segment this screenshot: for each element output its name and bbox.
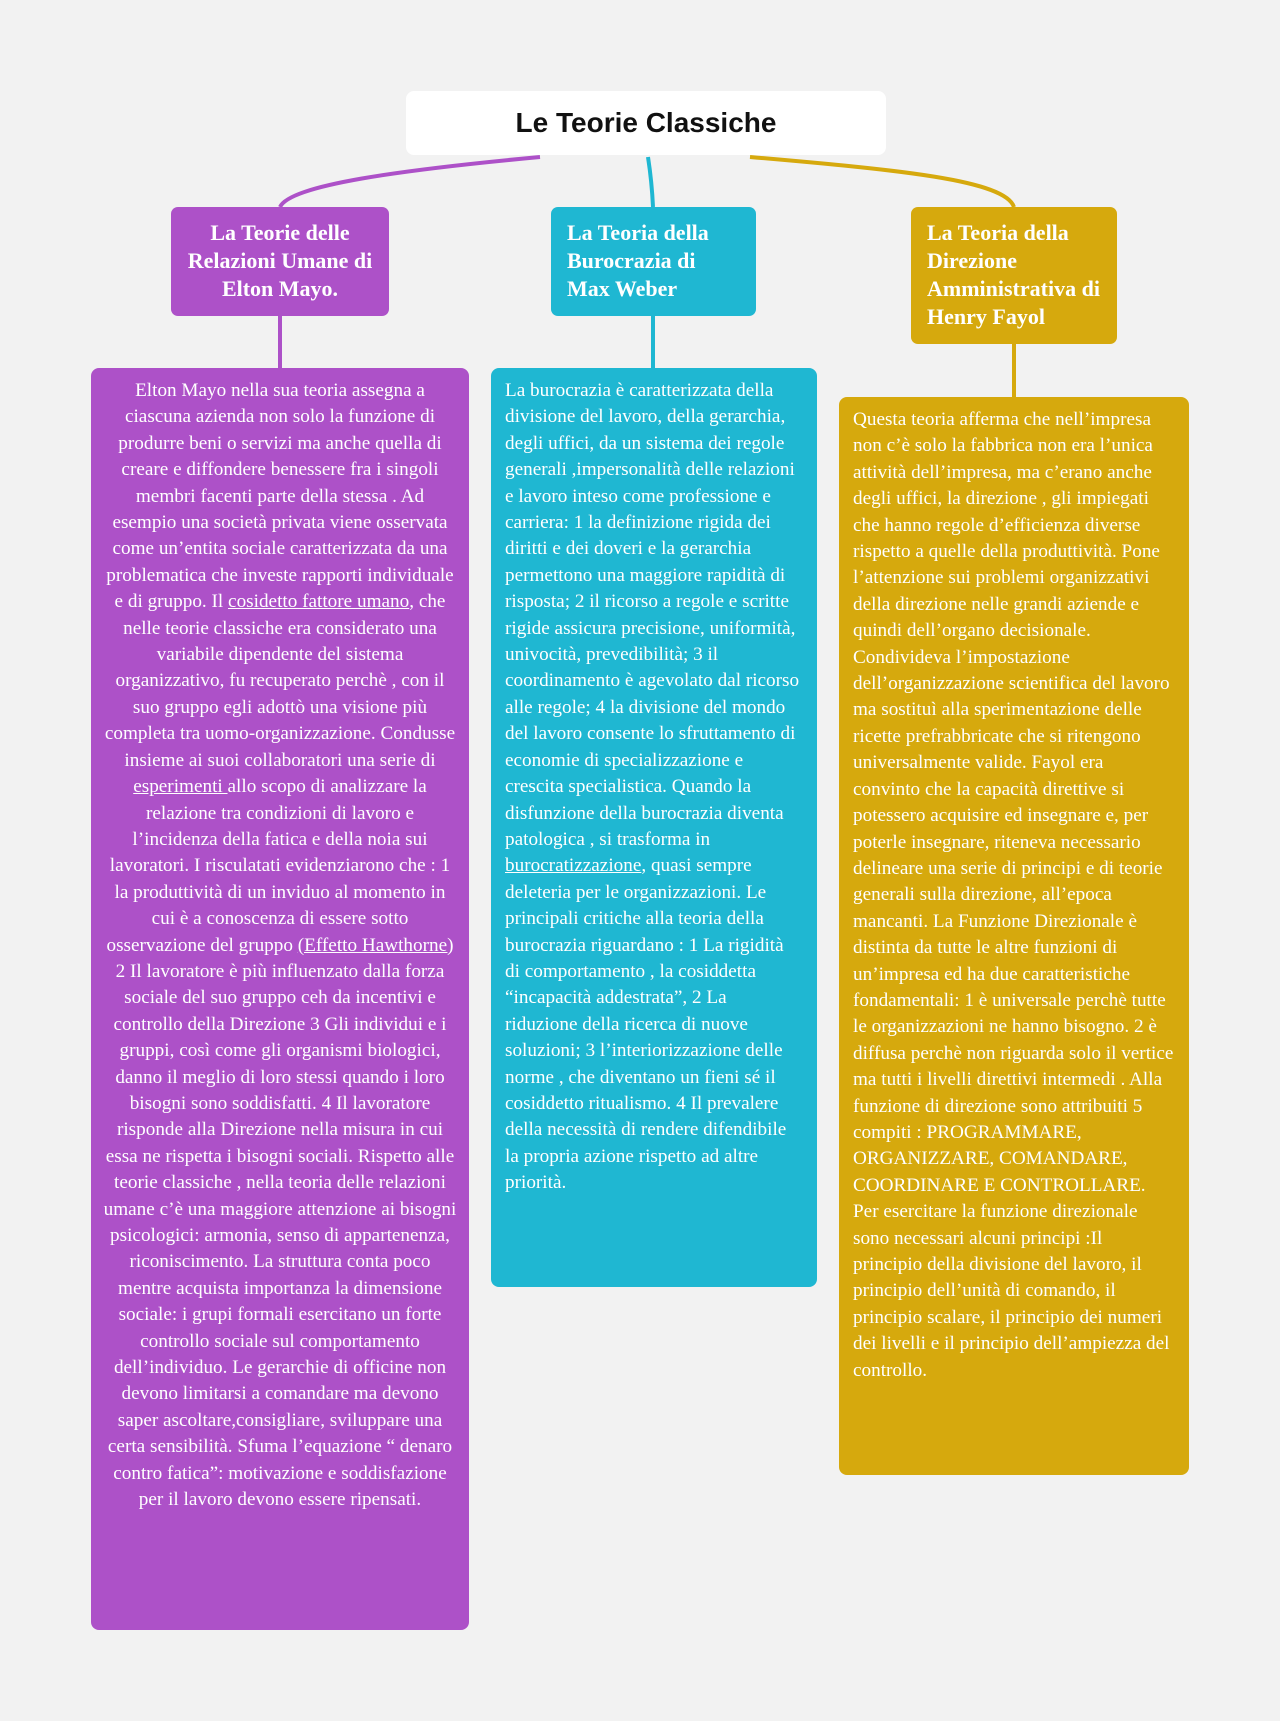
connector-root-to-purple	[278, 155, 541, 209]
body-text: allo scopo di analizzare la relazione tr…	[106, 776, 451, 956]
body-text: , che nelle teorie classiche era conside…	[104, 591, 456, 771]
body-text: 2 Il lavoratore è più influenzato dalla …	[103, 960, 457, 1511]
root-node-title: Le Teorie Classiche	[406, 91, 886, 155]
connector-root-to-cyan	[646, 156, 655, 208]
branch-body-henry-fayol: Questa teoria afferma che nell’impresa n…	[839, 397, 1189, 1475]
branch-body-elton-mayo: Elton Mayo nella sua teoria assegna a ci…	[91, 368, 469, 1630]
body-text: Elton Mayo nella sua teoria assegna a ci…	[106, 380, 454, 613]
branch-title-elton-mayo: La Teorie delle Relazioni Umane di Elton…	[171, 207, 389, 316]
body-text: , quasi sempre deleteria per le organizz…	[505, 855, 787, 1194]
body-text: La burocrazia è caratterizzata della div…	[505, 380, 800, 850]
branch-title-henry-fayol: La Teoria della Direzione Amministrativa…	[911, 207, 1117, 344]
branch-body-max-weber: La burocrazia è caratterizzata della div…	[491, 368, 817, 1287]
connector-root-to-gold	[749, 155, 1016, 208]
underlined-term: esperimenti	[133, 776, 228, 798]
branch-title-max-weber: La Teoria della Burocrazia di Max Weber	[551, 207, 756, 316]
underlined-term: burocratizzazione	[505, 855, 642, 877]
body-text: Questa teoria afferma che nell’impresa n…	[853, 409, 1174, 1381]
underlined-term: cosidetto fattore umano	[228, 591, 410, 613]
underlined-term: (Effetto Hawthorne)	[297, 934, 454, 956]
